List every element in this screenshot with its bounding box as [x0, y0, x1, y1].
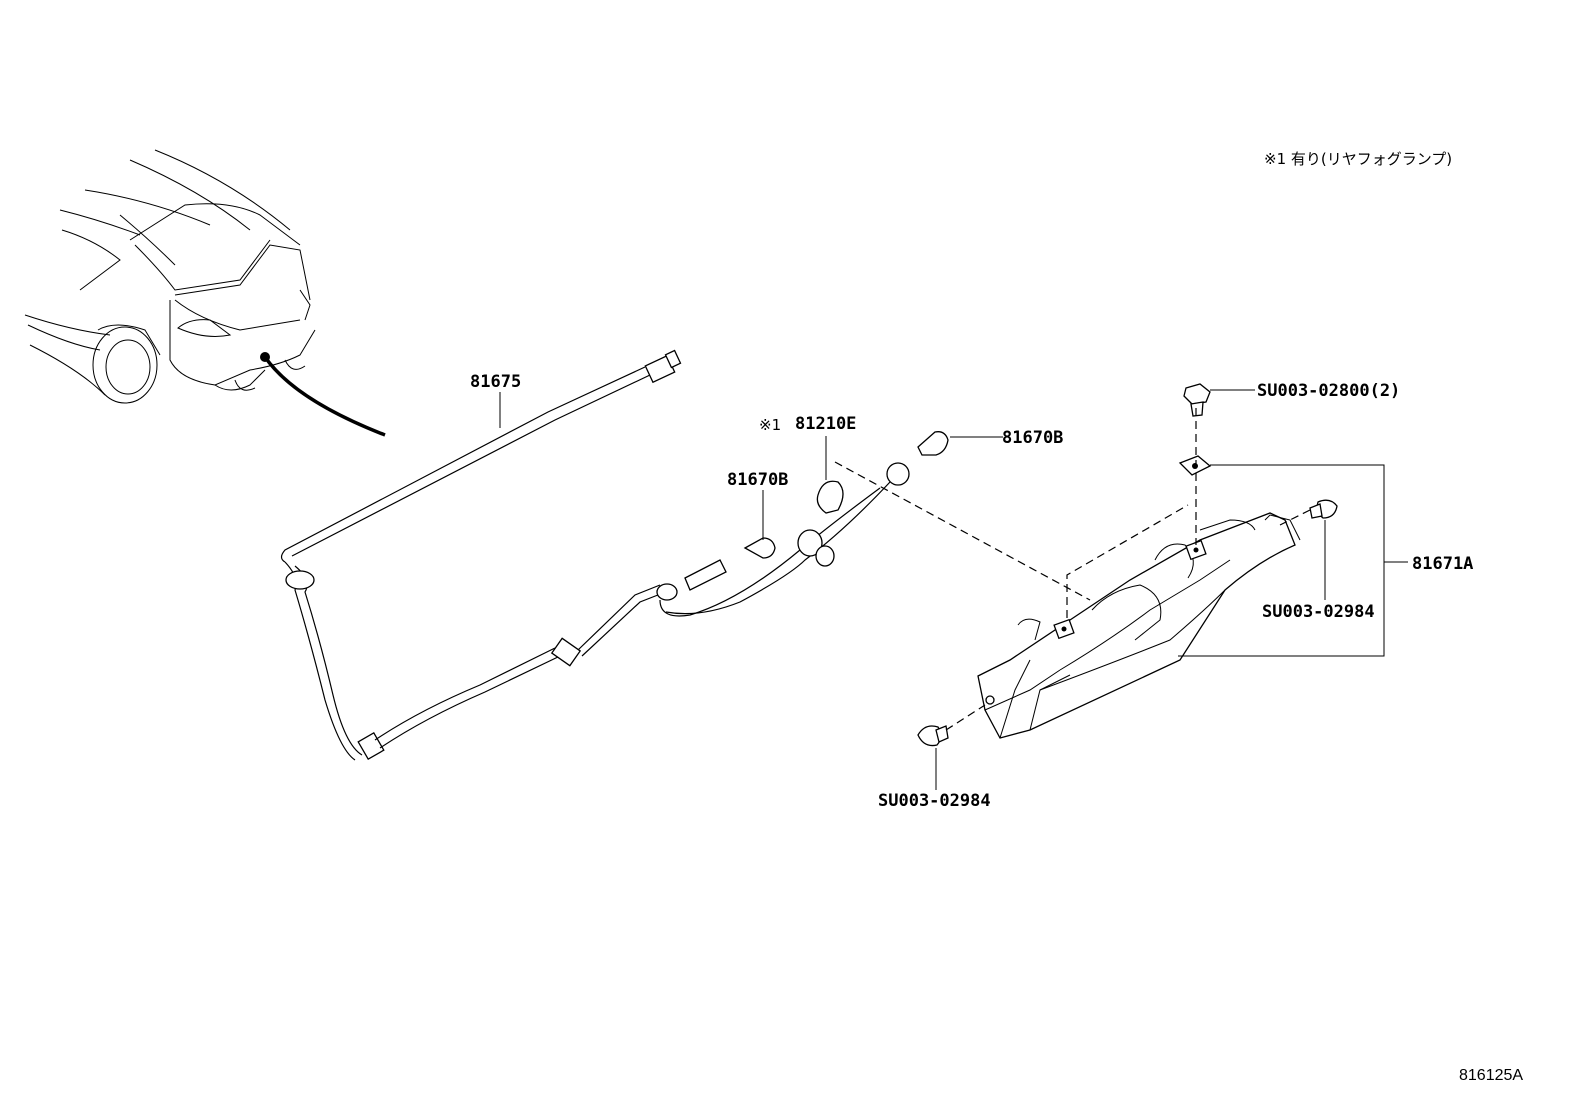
- rear-lamp-assembly-81671a: [977, 512, 1301, 739]
- label-fog-mark: ※1: [759, 416, 781, 434]
- label-81210e: 81210E: [795, 414, 856, 434]
- label-su003-02800: SU003-02800(2): [1257, 381, 1400, 401]
- diagram-id: 816125A: [1459, 1067, 1523, 1084]
- vehicle-rear-illustration: [24, 149, 386, 437]
- assembly-lines: [834, 408, 1311, 731]
- label-81670b-lower: 81670B: [727, 470, 788, 490]
- nut-clip: [1178, 455, 1212, 476]
- label-su003-02984-right: SU003-02984: [1262, 602, 1375, 622]
- label-81675: 81675: [470, 372, 521, 392]
- bulb-81670b-upper: [917, 431, 949, 456]
- screw-bottom: [917, 725, 949, 747]
- label-81670b-upper: 81670B: [1002, 428, 1063, 448]
- bulb-81210e-fog: [816, 480, 844, 514]
- clip-su003-02800: [1183, 383, 1211, 417]
- note-rear-fog-lamp: ※1 有り(リヤフォグランプ): [1264, 150, 1452, 168]
- screw-right: [1309, 499, 1338, 519]
- label-81671a: 81671A: [1412, 554, 1473, 574]
- label-su003-02984-bottom: SU003-02984: [878, 791, 991, 811]
- leader-lines: [499, 389, 1408, 790]
- wire-harness-81675: [280, 349, 910, 761]
- bulb-81670b-lower: [743, 537, 776, 559]
